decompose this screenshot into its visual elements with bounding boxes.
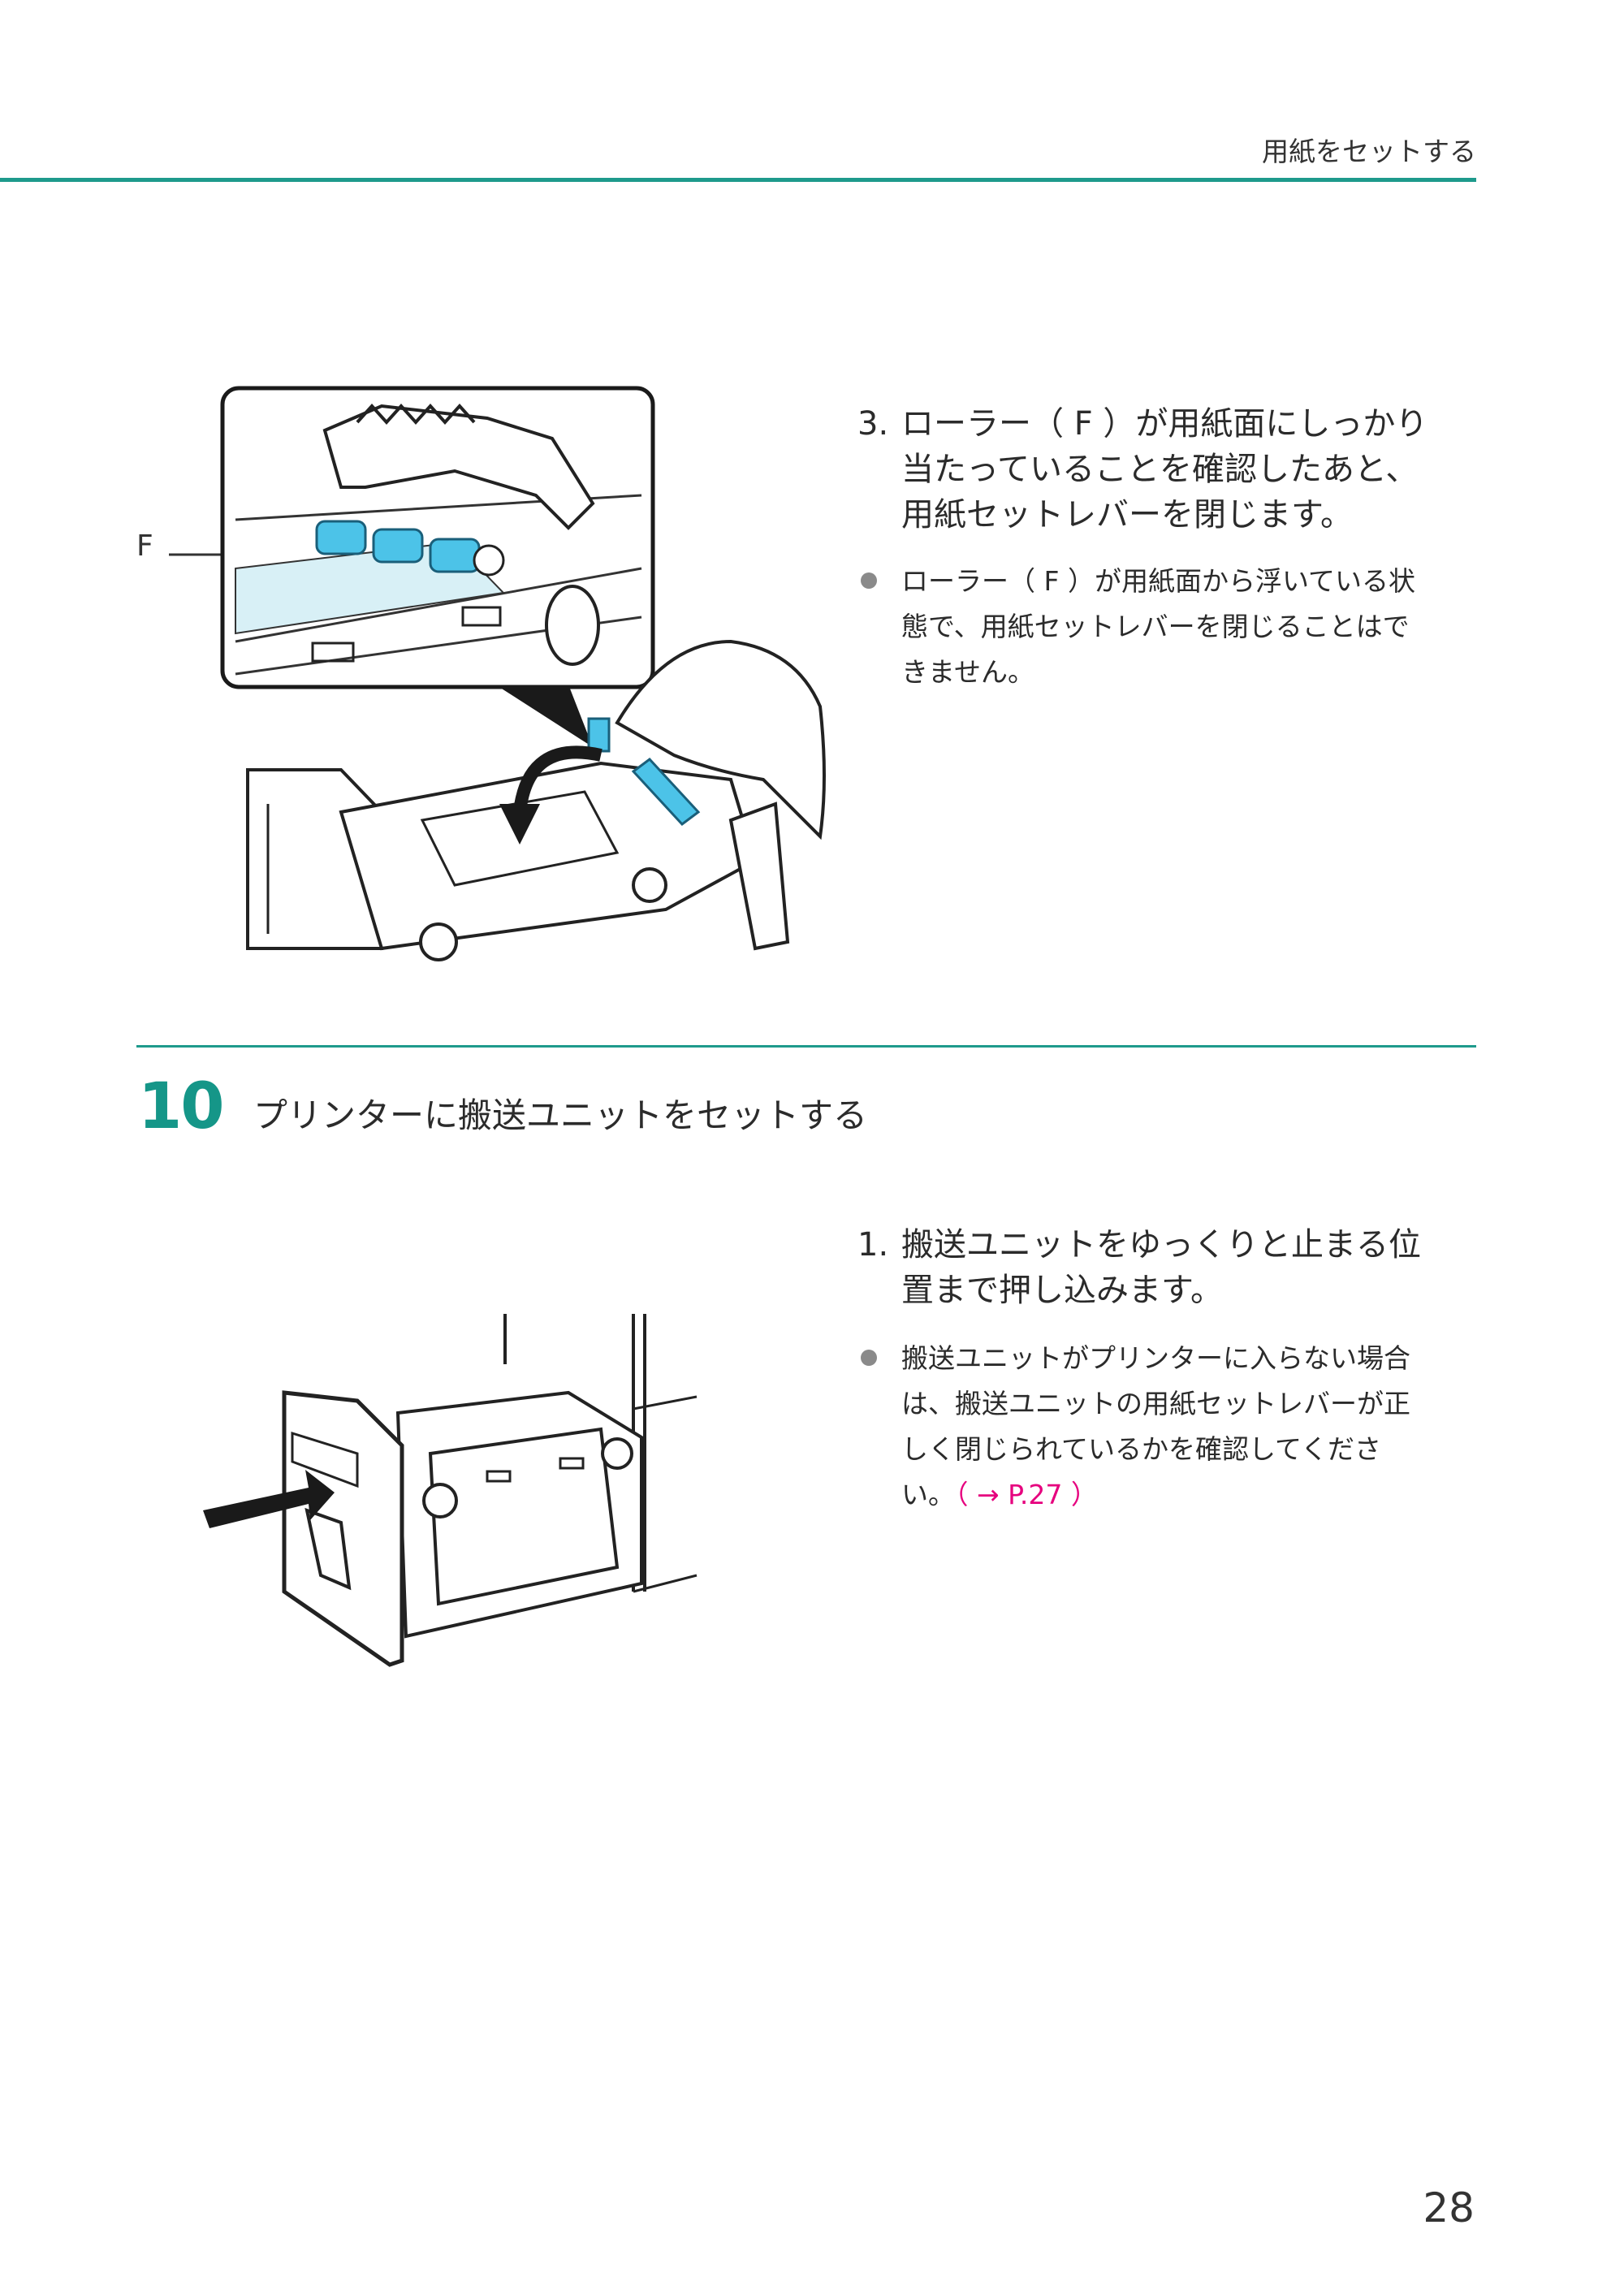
note-roller-line-1: ローラー（ F ）が用紙面から浮いている状 (901, 565, 1415, 597)
note-transport-line-3: しく閉じられているかを確認してくださ (901, 1433, 1382, 1465)
note-last-prefix: い。 (901, 1479, 955, 1510)
instruction-3-number: 3. (857, 405, 889, 443)
section-rule (136, 1045, 1476, 1048)
note-transport-line-1: 搬送ユニットがプリンターに入らない場合 (901, 1342, 1410, 1374)
step-number: 10 (138, 1070, 225, 1143)
instruction-3-line-2: 当たっていることを確認したあと、 (901, 451, 1419, 488)
instruction-1: 1. 搬送ユニットをゆっくりと止まる位 置まで押し込みます。 (857, 1222, 1491, 1320)
header-rule (0, 178, 1476, 182)
page-number: 28 (1423, 2184, 1475, 2231)
transport-unit-illustration (203, 1314, 698, 1667)
note-transport: 搬送ユニットがプリンターに入らない場合 は、搬送ユニットの用紙セットレバーが正 … (861, 1336, 1486, 1523)
note-transport-line-4: い。（ → P.27 ） (901, 1472, 1482, 1518)
instruction-3-line-1: ローラー（ F ）が用紙面にしっかり (901, 405, 1428, 443)
note-transport-line-2: は、搬送ユニットの用紙セットレバーが正 (901, 1388, 1410, 1419)
page-reference-link[interactable]: （ → P.27 ） (955, 1479, 1098, 1510)
instruction-3-line-3: 用紙セットレバーを閉じます。 (901, 496, 1353, 534)
callout-label-f: F (136, 529, 153, 563)
instruction-1-line-2: 置まで押し込みます。 (901, 1272, 1223, 1309)
instruction-1-number: 1. (857, 1226, 889, 1264)
instruction-3: 3. ローラー（ F ）が用紙面にしっかり 当たっていることを確認したあと、 用… (857, 401, 1491, 539)
running-header-title: 用紙をセットする (1262, 136, 1476, 167)
step-title: プリンターに搬送ユニットをセットする (253, 1095, 868, 1135)
instruction-1-line-1: 搬送ユニットをゆっくりと止まる位 (901, 1226, 1421, 1264)
note-bullet (861, 572, 877, 589)
note-bullet (861, 1350, 877, 1366)
roller-lever-illustration (169, 386, 826, 961)
note-roller: ローラー（ F ）が用紙面から浮いている状 態で、用紙セットレバーを閉じることは… (861, 559, 1486, 697)
note-roller-line-3: きません。 (901, 656, 1035, 688)
note-roller-line-2: 態で、用紙セットレバーを閉じることはで (901, 611, 1410, 642)
